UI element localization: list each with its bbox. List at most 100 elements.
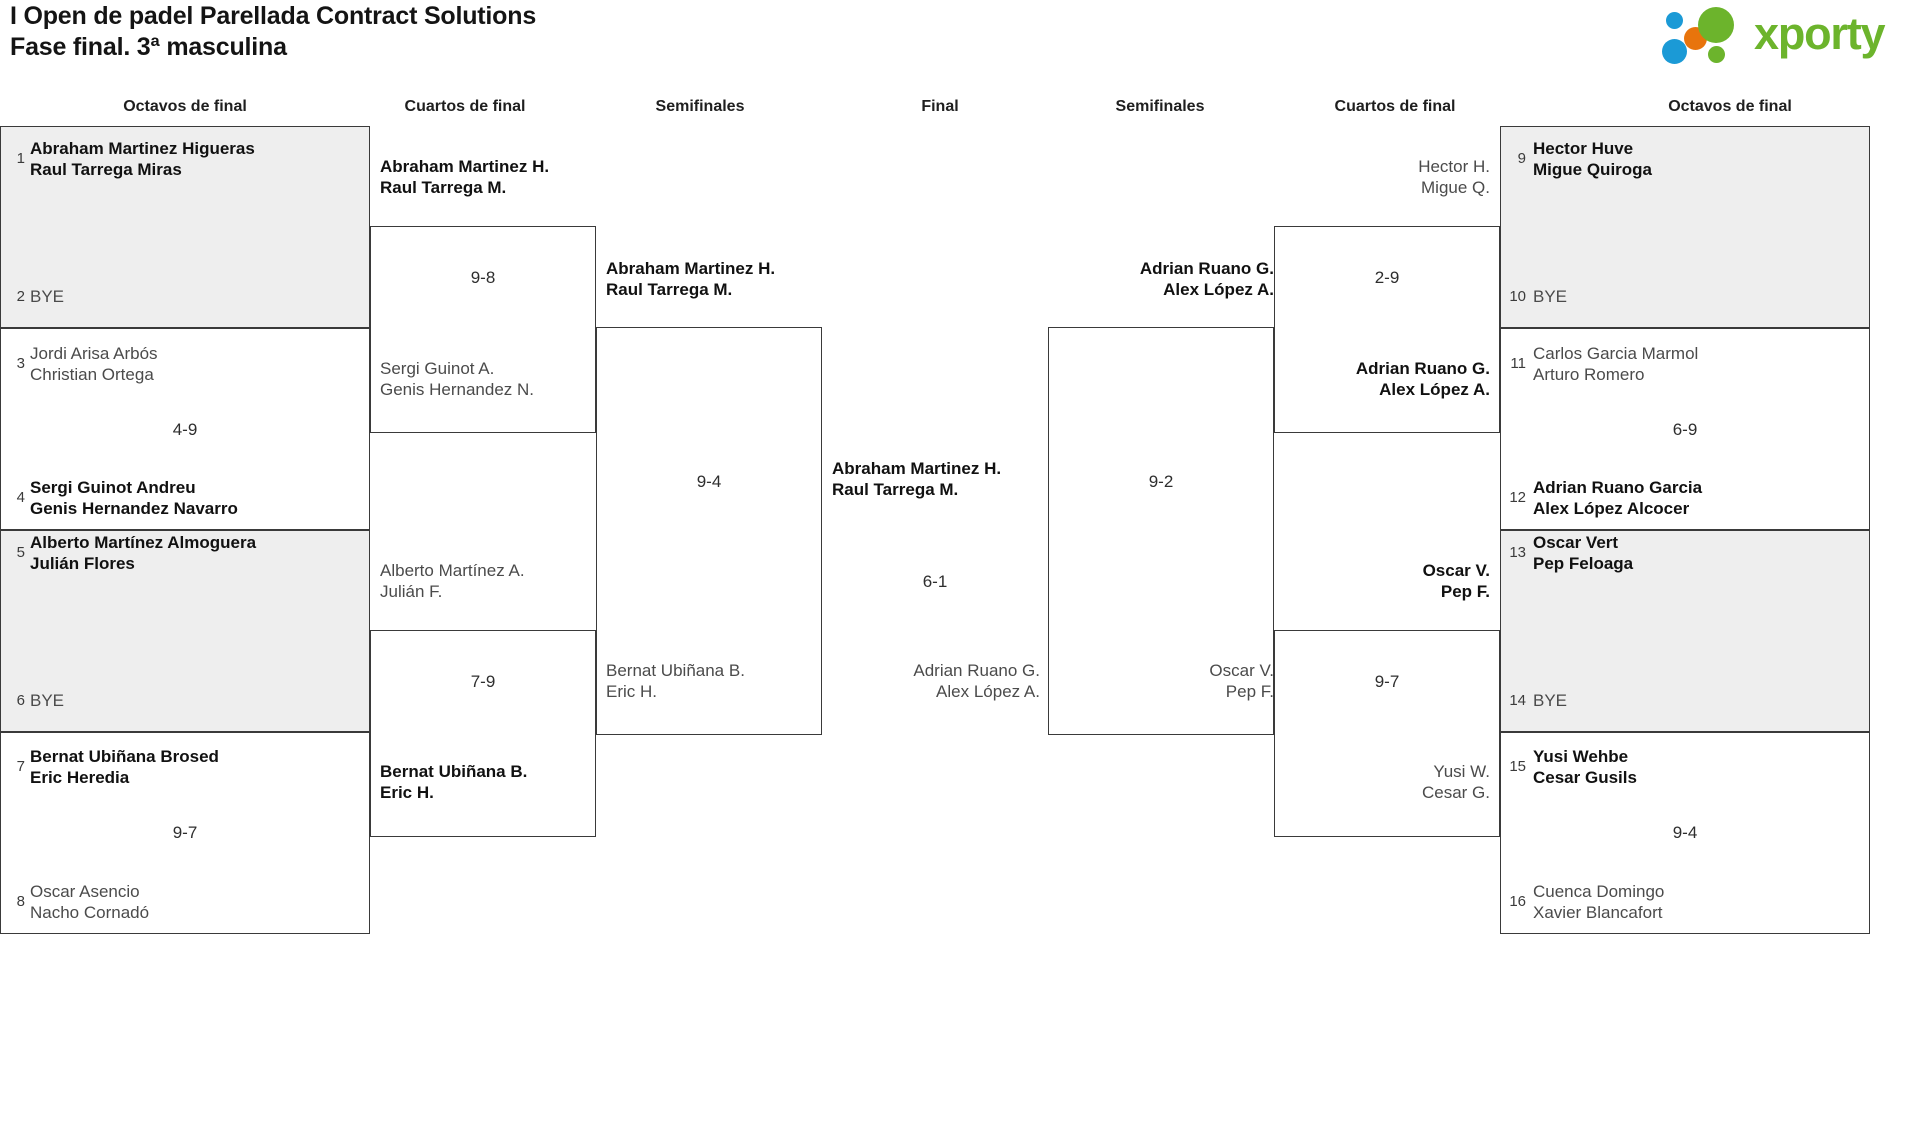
- player-entry[interactable]: Sergi Guinot A. Genis Hernandez N.: [380, 359, 534, 400]
- logo-dot-blue-small: [1666, 12, 1683, 29]
- match-box-final[interactable]: [1048, 327, 1274, 735]
- player-name-1: Cuenca Domingo: [1533, 882, 1665, 901]
- match-box-left-octavos-3[interactable]: [0, 530, 370, 732]
- round-header-final: Final: [921, 98, 959, 115]
- match-box-right-octavos-3[interactable]: [1500, 530, 1870, 732]
- player-name-2: Julián F.: [380, 581, 443, 601]
- player-name-1: Adrian Ruano G.: [1139, 259, 1274, 278]
- player-entry[interactable]: BYE: [1533, 287, 1567, 308]
- player-entry[interactable]: Yusi Wehbe Cesar Gusils: [1533, 747, 1637, 788]
- player-entry[interactable]: Adrian Ruano G. Alex López A.: [822, 661, 1040, 702]
- player-entry[interactable]: Alberto Martínez A. Julián F.: [380, 561, 525, 602]
- player-entry[interactable]: Adrian Ruano Garcia Alex López Alcocer: [1533, 478, 1702, 519]
- player-entry[interactable]: Adrian Ruano G. Alex López A.: [1282, 359, 1490, 400]
- seed-number: 16: [1509, 893, 1526, 910]
- logo-dot-green-large: [1698, 7, 1734, 43]
- player-name-1: Adrian Ruano G.: [913, 661, 1040, 680]
- player-name-2: Migue Q.: [1421, 177, 1490, 197]
- player-entry[interactable]: Carlos Garcia Marmol Arturo Romero: [1533, 344, 1698, 385]
- player-name-2: Pep F.: [1440, 581, 1490, 601]
- player-name-2: Pep F.: [1225, 681, 1274, 701]
- match-box-right-cuartos-2[interactable]: [1274, 630, 1500, 837]
- player-entry[interactable]: Bernat Ubiñana B. Eric H.: [380, 762, 527, 803]
- player-name-1: Bernat Ubiñana B.: [380, 762, 528, 781]
- seed-number: 3: [16, 355, 25, 372]
- player-name-1: Abraham Martinez H.: [832, 459, 1002, 478]
- player-entry[interactable]: Oscar V. Pep F.: [1282, 561, 1490, 602]
- player-name-2: Christian Ortega: [30, 364, 154, 384]
- seed-number: 4: [16, 489, 25, 506]
- seed-number: 2: [16, 288, 25, 305]
- player-name-2: Eric Heredia: [30, 767, 130, 787]
- player-name-1: Abraham Martinez H.: [606, 259, 776, 278]
- player-name-2: Alex López Alcocer: [1533, 498, 1690, 518]
- match-box-right-octavos-4[interactable]: [1500, 732, 1870, 934]
- match-box-left-octavos-1[interactable]: [0, 126, 370, 328]
- round-header-semis-right: Semifinales: [1115, 98, 1205, 115]
- player-name-1: BYE: [1533, 691, 1568, 710]
- player-entry[interactable]: Cuenca Domingo Xavier Blancafort: [1533, 882, 1664, 923]
- tournament-subtitle: Fase final. 3ª masculina: [10, 33, 287, 61]
- player-name-1: Alberto Martínez Almoguera: [30, 533, 257, 552]
- player-entry[interactable]: BYE: [1533, 691, 1567, 712]
- player-entry[interactable]: Adrian Ruano G. Alex López A.: [1056, 259, 1274, 300]
- player-name-1: Oscar V.: [1422, 561, 1490, 580]
- player-entry[interactable]: Oscar Vert Pep Feloaga: [1533, 533, 1633, 574]
- player-name-2: Nacho Cornadó: [30, 902, 150, 922]
- player-entry[interactable]: Hector H. Migue Q.: [1282, 157, 1490, 198]
- match-score: 2-9: [1374, 268, 1400, 287]
- match-box-left-cuartos-2[interactable]: [370, 630, 596, 837]
- player-entry[interactable]: Hector Huve Migue Quiroga: [1533, 139, 1652, 180]
- player-name-1: Oscar Vert: [1533, 533, 1619, 552]
- player-entry[interactable]: Bernat Ubiñana B. Eric H.: [606, 661, 745, 702]
- player-entry[interactable]: BYE: [30, 691, 64, 712]
- match-box-left-semis[interactable]: [596, 327, 822, 735]
- player-name-1: Alberto Martínez A.: [380, 561, 525, 580]
- player-name-2: Raul Tarrega M.: [606, 279, 733, 299]
- match-box-right-cuartos-1[interactable]: [1274, 226, 1500, 433]
- player-name-2: Julián Flores: [30, 553, 135, 573]
- match-box-right-octavos-2[interactable]: [1500, 328, 1870, 530]
- match-score: 9-4: [1672, 823, 1698, 842]
- xporty-logo[interactable]: xporty: [1662, 3, 1912, 65]
- player-entry[interactable]: Oscar V. Pep F.: [1056, 661, 1274, 702]
- player-entry[interactable]: Oscar Asencio Nacho Cornadó: [30, 882, 149, 923]
- player-name-2: Alex López A.: [1163, 279, 1274, 299]
- player-entry[interactable]: Abraham Martinez H. Raul Tarrega M.: [380, 157, 549, 198]
- page-header: I Open de padel Parellada Contract Solut…: [0, 0, 1920, 72]
- player-entry[interactable]: Abraham Martinez Higueras Raul Tarrega M…: [30, 139, 255, 180]
- round-header-cuartos-left: Cuartos de final: [404, 98, 526, 115]
- player-name-2: Eric H.: [380, 782, 434, 802]
- player-name-1: Jordi Arisa Arbós: [30, 344, 158, 363]
- player-name-1: BYE: [30, 287, 65, 306]
- player-name-2: Eric H.: [606, 681, 657, 701]
- player-name-1: Bernat Ubiñana B.: [606, 661, 745, 680]
- round-header-octavos-left: Octavos de final: [123, 98, 247, 115]
- player-entry[interactable]: Abraham Martinez H. Raul Tarrega M.: [832, 459, 1001, 500]
- player-name-2: Migue Quiroga: [1533, 159, 1652, 179]
- round-header-octavos-right: Octavos de final: [1668, 98, 1792, 115]
- player-name-1: BYE: [30, 691, 65, 710]
- player-name-1: Yusi W.: [1433, 762, 1490, 781]
- round-header-cuartos-right: Cuartos de final: [1334, 98, 1456, 115]
- player-name-2: Raul Tarrega M.: [380, 177, 507, 197]
- match-box-left-octavos-2[interactable]: [0, 328, 370, 530]
- match-box-right-octavos-1[interactable]: [1500, 126, 1870, 328]
- player-entry[interactable]: Bernat Ubiñana Brosed Eric Heredia: [30, 747, 219, 788]
- player-entry[interactable]: Jordi Arisa Arbós Christian Ortega: [30, 344, 158, 385]
- match-score: 9-2: [1148, 472, 1174, 491]
- logo-dot-green-small: [1708, 46, 1725, 63]
- match-box-left-cuartos-1[interactable]: [370, 226, 596, 433]
- match-score: 9-4: [696, 472, 722, 491]
- player-entry[interactable]: BYE: [30, 287, 64, 308]
- player-entry[interactable]: Yusi W. Cesar G.: [1282, 762, 1490, 803]
- logo-dot-blue-large: [1662, 39, 1687, 64]
- player-name-2: Arturo Romero: [1533, 364, 1645, 384]
- player-entry[interactable]: Sergi Guinot Andreu Genis Hernandez Nava…: [30, 478, 238, 519]
- player-name-2: Genis Hernandez Navarro: [30, 498, 238, 518]
- player-entry[interactable]: Abraham Martinez H. Raul Tarrega M.: [606, 259, 775, 300]
- player-entry[interactable]: Alberto Martínez Almoguera Julián Flores: [30, 533, 256, 574]
- logo-wordmark: xporty: [1754, 8, 1886, 59]
- match-score: 9-7: [1374, 672, 1400, 691]
- match-box-left-octavos-4[interactable]: [0, 732, 370, 934]
